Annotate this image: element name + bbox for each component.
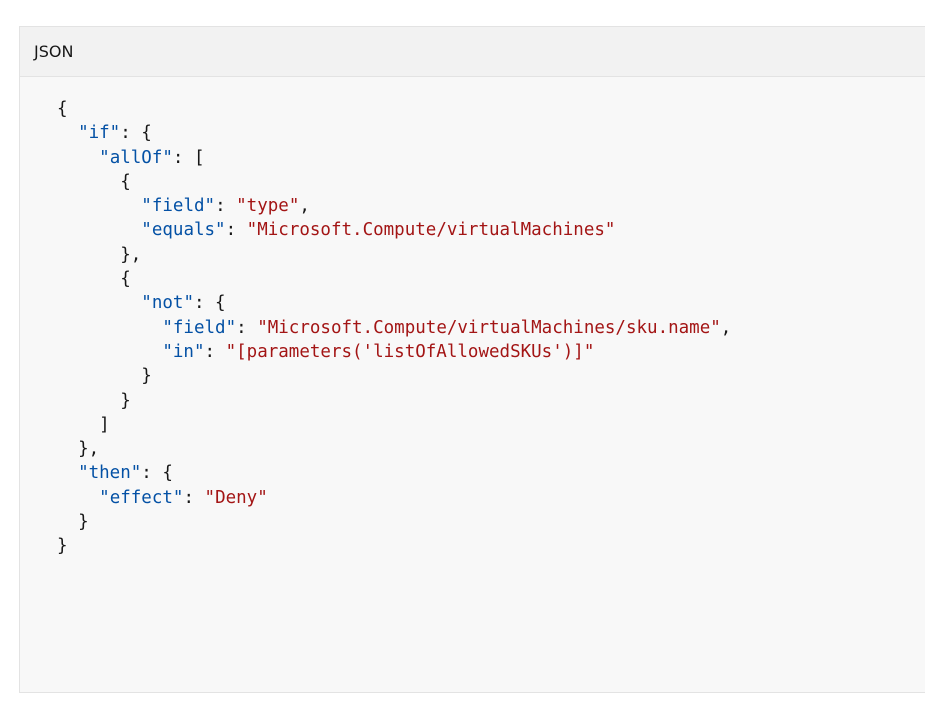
- json-string-token: "Microsoft.Compute/virtualMachines/sku.n…: [257, 317, 721, 338]
- json-string-token: "Deny": [204, 487, 268, 508]
- json-key-token: "allOf": [99, 147, 173, 168]
- code-language-label: JSON: [34, 42, 74, 61]
- json-punctuation-token: :: [183, 487, 205, 508]
- json-key-token: "if": [78, 123, 121, 144]
- code-block-header: JSON: [20, 27, 925, 77]
- json-punctuation-token: : {: [120, 123, 152, 144]
- json-string-token: "[parameters('listOfAllowedSKUs')]": [225, 341, 595, 362]
- code-content[interactable]: { "if": { "allOf": [ { "field": "type", …: [20, 77, 925, 559]
- json-punctuation-token: ,: [720, 317, 732, 338]
- json-punctuation-token: : {: [141, 463, 173, 484]
- code-line: "field": "Microsoft.Compute/virtualMachi…: [57, 316, 925, 340]
- json-key-token: "equals": [141, 220, 226, 241]
- json-key-token: "not": [141, 293, 194, 314]
- json-punctuation-token: }: [57, 512, 89, 533]
- json-punctuation-token: }: [57, 366, 152, 387]
- json-punctuation-token: [57, 488, 99, 508]
- json-punctuation-token: [57, 342, 162, 362]
- json-punctuation-token: :: [215, 196, 237, 217]
- json-punctuation-token: {: [57, 99, 68, 119]
- code-line: },: [57, 243, 925, 267]
- json-punctuation-token: :: [225, 220, 247, 241]
- json-punctuation-token: [57, 148, 99, 168]
- json-punctuation-token: [57, 293, 141, 313]
- code-line: }: [57, 510, 925, 534]
- json-punctuation-token: : [: [172, 147, 205, 168]
- code-line: {: [57, 97, 925, 121]
- json-punctuation-token: }: [57, 536, 68, 557]
- json-punctuation-token: {: [57, 171, 131, 192]
- json-punctuation-token: :: [204, 341, 226, 362]
- code-block: JSON { "if": { "allOf": [ { "field": "ty…: [19, 26, 925, 693]
- code-line: "not": {: [57, 291, 925, 315]
- code-line: "then": {: [57, 461, 925, 485]
- code-line: "in": "[parameters('listOfAllowedSKUs')]…: [57, 340, 925, 364]
- json-key-token: "field": [162, 317, 237, 338]
- code-line: "if": {: [57, 121, 925, 145]
- json-punctuation-token: [57, 196, 141, 216]
- code-line: }: [57, 389, 925, 413]
- json-key-token: "in": [162, 341, 205, 362]
- json-punctuation-token: ]: [57, 414, 110, 435]
- code-line: "allOf": [: [57, 146, 925, 170]
- json-punctuation-token: {: [57, 269, 131, 290]
- code-line: }: [57, 534, 925, 558]
- json-punctuation-token: },: [57, 244, 142, 265]
- code-line: {: [57, 267, 925, 291]
- json-key-token: "effect": [99, 487, 184, 508]
- json-string-token: "type": [236, 196, 300, 217]
- code-line: {: [57, 170, 925, 194]
- json-punctuation-token: [57, 463, 78, 483]
- json-string-token: "Microsoft.Compute/virtualMachines": [246, 220, 616, 241]
- code-line: "equals": "Microsoft.Compute/virtualMach…: [57, 218, 925, 242]
- json-punctuation-token: : {: [193, 293, 226, 314]
- json-punctuation-token: },: [57, 439, 100, 460]
- json-punctuation-token: }: [57, 390, 131, 411]
- code-line: "effect": "Deny": [57, 486, 925, 510]
- json-punctuation-token: ,: [299, 196, 310, 217]
- json-punctuation-token: [57, 123, 78, 143]
- json-key-token: "field": [141, 196, 216, 217]
- json-punctuation-token: [57, 318, 162, 338]
- code-line: "field": "type",: [57, 194, 925, 218]
- json-punctuation-token: [57, 220, 141, 240]
- code-line: ]: [57, 413, 925, 437]
- json-key-token: "then": [78, 463, 142, 484]
- code-line: },: [57, 437, 925, 461]
- json-punctuation-token: :: [236, 317, 258, 338]
- code-line: }: [57, 364, 925, 388]
